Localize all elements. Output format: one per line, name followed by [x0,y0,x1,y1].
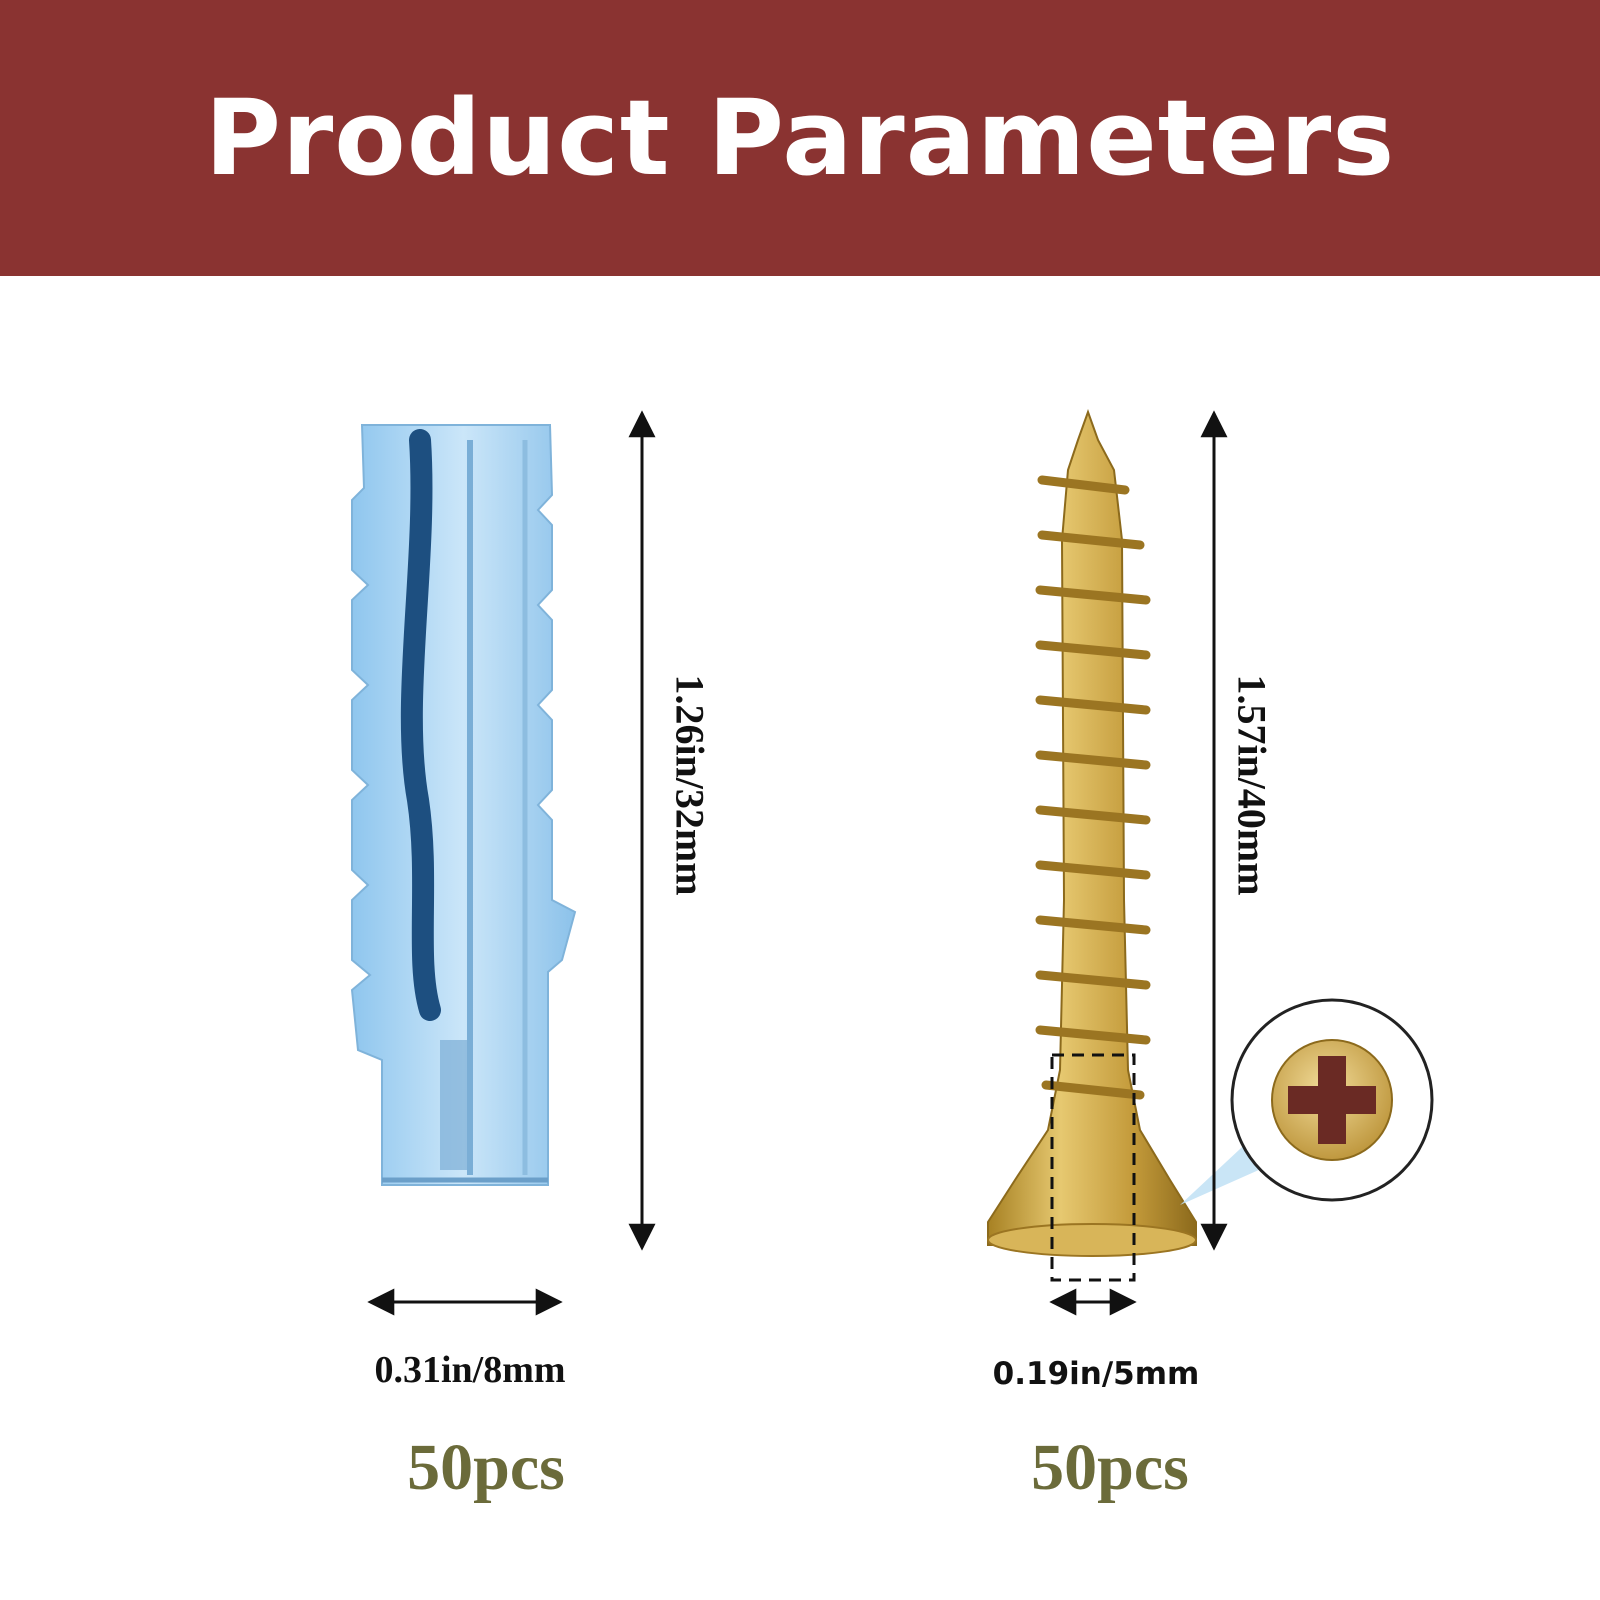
anchor-width-label: 0.31in/8mm [374,1349,566,1391]
screw-icon [987,409,1197,1282]
header-banner: Product Parameters [0,0,1600,276]
page-title: Product Parameters [204,77,1396,199]
screw-quantity: 50pcs [1031,1431,1189,1504]
phillips-head-icon [1180,998,1434,1205]
anchor-quantity: 50pcs [407,1431,565,1504]
screw-length-label: 1.57in/40mm [1229,674,1275,896]
wall-anchor-icon [350,424,577,1186]
anchor-length-label: 1.26in/32mm [667,674,713,896]
screw-width-label: 0.19in/5mm [992,1356,1200,1392]
